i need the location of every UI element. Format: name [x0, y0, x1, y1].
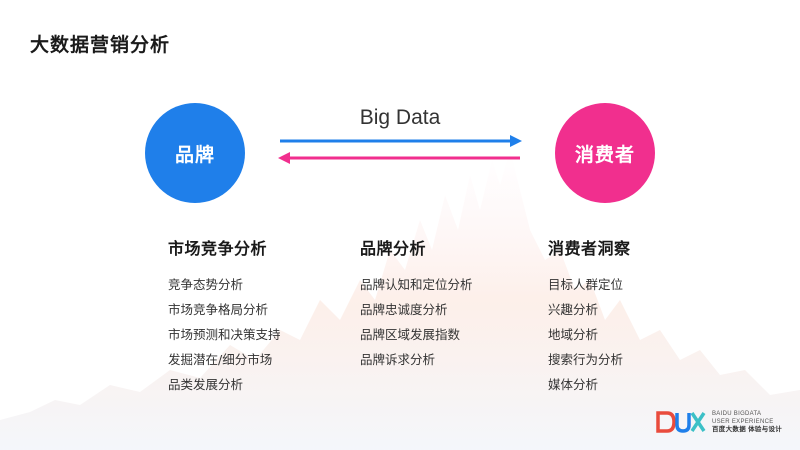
column-market-competition: 市场竞争分析 竞争态势分析 市场竞争格局分析 市场预测和决策支持 发掘潜在/细分… [168, 235, 281, 397]
brand-label: 品牌 [174, 143, 215, 166]
list-item: 品牌区域发展指数 [360, 327, 461, 342]
column-heading: 消费者洞察 [548, 239, 631, 258]
dux-logo-icon [656, 411, 706, 433]
list-item: 目标人群定位 [548, 277, 624, 292]
page-title: 大数据营销分析 [30, 34, 171, 56]
list-item: 市场预测和决策支持 [168, 327, 281, 342]
baidu-dux-logo: BAIDU BIGDATA USER EXPERIENCE 百度大数据 体验与设… [655, 408, 782, 436]
column-heading: 品牌分析 [360, 239, 427, 258]
column-brand-analysis: 品牌分析 品牌认知和定位分析 品牌忠诚度分析 品牌区域发展指数 品牌诉求分析 [360, 235, 473, 372]
logo-text-line1: BAIDU BIGDATA [712, 411, 762, 417]
consumer-circle: 消费者 [555, 103, 655, 203]
list-item: 品牌诉求分析 [360, 352, 436, 367]
logo-text-line2: USER EXPERIENCE [712, 419, 774, 425]
list-item: 品牌认知和定位分析 [360, 277, 473, 292]
list-item: 竞争态势分析 [168, 277, 244, 292]
list-item: 搜索行为分析 [548, 352, 624, 367]
forward-arrow-icon [280, 135, 522, 147]
list-item: 媒体分析 [548, 377, 599, 392]
column-consumer-insight: 消费者洞察 目标人群定位 兴趣分析 地域分析 搜索行为分析 媒体分析 [548, 235, 631, 397]
list-item: 地域分析 [548, 327, 599, 342]
logo-text-line3: 百度大数据 体验与设计 [712, 426, 783, 433]
list-item: 品类发展分析 [168, 377, 244, 392]
consumer-label: 消费者 [574, 143, 635, 166]
data-flow-arrows [278, 135, 522, 164]
list-item: 品牌忠诚度分析 [360, 302, 448, 317]
list-item: 兴趣分析 [548, 302, 599, 317]
list-item: 发掘潜在/细分市场 [168, 352, 273, 367]
backward-arrow-icon [278, 152, 520, 164]
list-item: 市场竞争格局分析 [168, 302, 269, 317]
big-data-label: Big Data [359, 106, 441, 129]
brand-circle: 品牌 [145, 103, 245, 203]
column-heading: 市场竞争分析 [168, 239, 268, 258]
